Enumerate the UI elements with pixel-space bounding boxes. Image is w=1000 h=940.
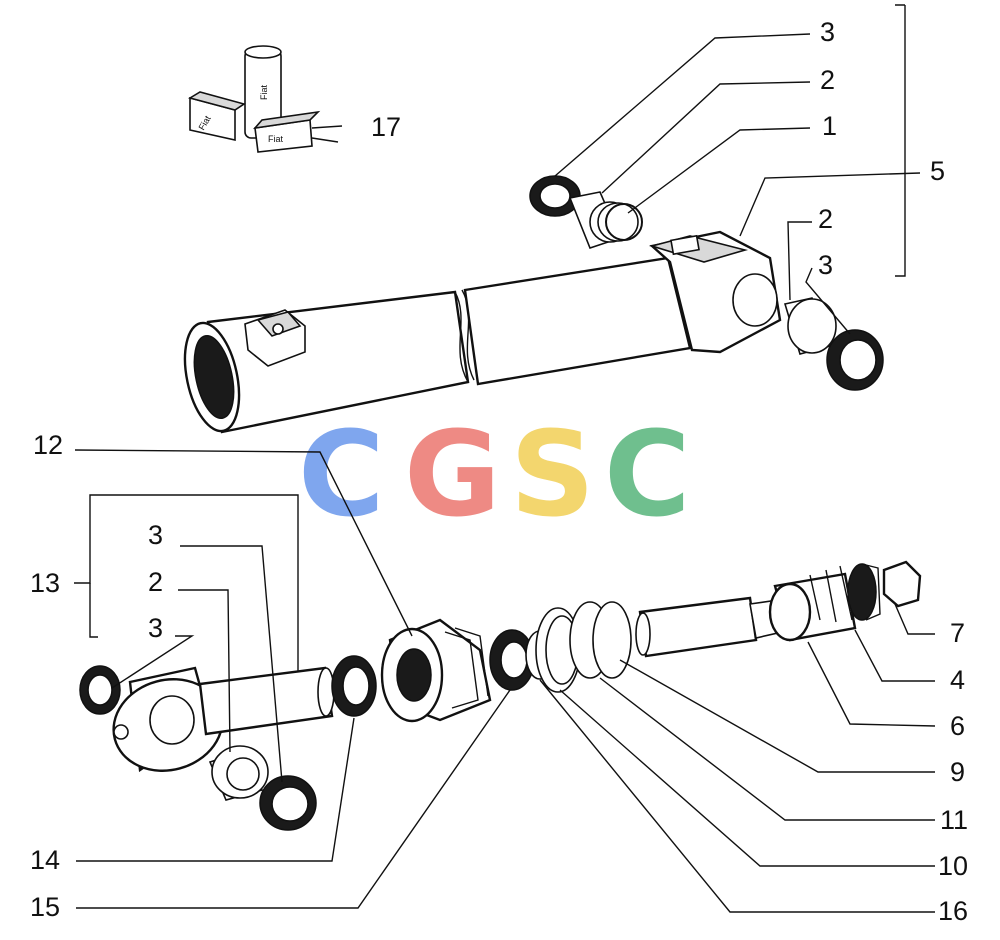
part-number-11: 11 xyxy=(940,805,968,835)
part-number-15: 15 xyxy=(30,892,60,922)
part-number-14: 14 xyxy=(30,845,60,875)
watermark-letter-2: G xyxy=(404,405,501,543)
watermark: C G S C xyxy=(298,405,691,543)
part-number-2-right: 2 xyxy=(818,204,833,234)
part-number-2-top: 2 xyxy=(820,65,835,95)
part-labels: 3 2 1 5 2 3 17 12 13 3 2 3 7 4 6 9 11 10… xyxy=(30,17,968,926)
part-number-17: 17 xyxy=(371,112,401,142)
seal-kit-17: Fiat Fiat Fiat xyxy=(187,45,343,153)
part-number-16: 16 xyxy=(938,896,968,926)
leader-lines xyxy=(74,4,936,913)
part-number-3-right: 3 xyxy=(818,250,833,280)
part-number-5: 5 xyxy=(930,156,945,186)
part-number-6: 6 xyxy=(950,711,965,741)
watermark-letter-1: C xyxy=(298,405,385,543)
part-number-13: 13 xyxy=(30,568,60,598)
kit-tube-label: Fiat xyxy=(259,84,269,100)
part-number-3-rod-lower: 3 xyxy=(148,613,163,643)
watermark-letter-3: S xyxy=(510,405,595,543)
part-number-2-rod: 2 xyxy=(148,567,163,597)
cylinder-barrel xyxy=(183,230,782,434)
part-number-1: 1 xyxy=(822,111,837,141)
upper-bushings xyxy=(529,175,884,391)
part-number-9: 9 xyxy=(950,757,965,787)
part-number-7: 7 xyxy=(950,618,965,648)
part-number-3-top: 3 xyxy=(820,17,835,47)
watermark-letter-4: C xyxy=(604,405,691,543)
piston-seals xyxy=(489,601,632,693)
gland-12 xyxy=(380,618,492,723)
rod-assembly xyxy=(79,655,377,831)
part-number-4: 4 xyxy=(950,665,965,695)
piston-rod xyxy=(635,560,922,658)
kit-pack-b-label: Fiat xyxy=(268,134,284,144)
part-number-3-rod-upper: 3 xyxy=(148,520,163,550)
part-number-10: 10 xyxy=(938,851,968,881)
part-number-12: 12 xyxy=(33,430,63,460)
